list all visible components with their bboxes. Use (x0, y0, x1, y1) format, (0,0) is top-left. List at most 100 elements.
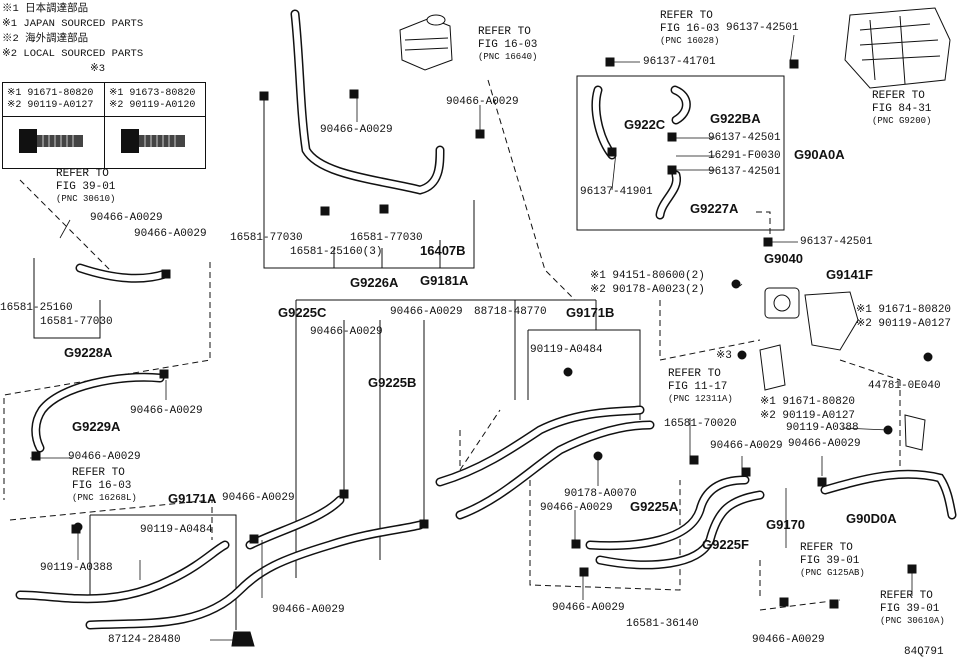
group-code[interactable]: G9141F (826, 267, 873, 282)
bracket-g9171b (527, 329, 641, 420)
ref-label[interactable]: FIG 39-01 (800, 555, 860, 567)
part-number[interactable]: 16291-F0030 (708, 150, 781, 162)
ref-label[interactable]: REFER TO (668, 368, 721, 380)
ref-label[interactable]: (PNC 16640) (478, 52, 538, 62)
ref-label[interactable]: REFER TO (880, 590, 933, 602)
group-code[interactable]: G922BA (710, 111, 761, 126)
part-number[interactable]: 90119-A0484 (140, 524, 213, 536)
part-number[interactable]: 96137-42501 (708, 132, 781, 144)
part-number[interactable]: 96137-41901 (580, 186, 653, 198)
part-number[interactable]: 90466-A0029 (710, 440, 783, 452)
part-number[interactable]: 87124-28480 (108, 634, 181, 646)
group-code[interactable]: G9229A (72, 419, 121, 434)
bracket-g9228a (33, 258, 101, 339)
ref-label[interactable]: FIG 39-01 (880, 603, 940, 615)
part-number[interactable]: 90119-A0388 (40, 562, 113, 574)
part-number[interactable]: ※1 94151-80600(2) (590, 270, 705, 282)
note-line: ※3 (90, 63, 106, 75)
illustration-code: 84Q791 (904, 646, 944, 658)
part-number[interactable]: 90466-A0029 (390, 306, 463, 318)
ref-label[interactable]: (PNC G9200) (872, 116, 932, 126)
part-number[interactable]: 96137-42501 (800, 236, 873, 248)
group-code[interactable]: 16407B (420, 243, 466, 258)
bracket-ticks (333, 240, 441, 268)
part-number[interactable]: 16581-77030 (40, 316, 113, 328)
part-number[interactable]: 16581-25160(3) (290, 246, 383, 258)
part-number[interactable]: 90466-A0029 (130, 405, 203, 417)
part-number[interactable]: 16581-36140 (626, 618, 699, 630)
part-number[interactable]: 90466-A0029 (752, 634, 825, 646)
part-number[interactable]: 90466-A0029 (68, 451, 141, 463)
group-code[interactable]: G9040 (764, 251, 804, 266)
part-number[interactable]: 90466-A0029 (540, 502, 613, 514)
ref-label[interactable]: (PNC 16028) (660, 36, 720, 46)
group-code[interactable]: G9226A (350, 275, 399, 290)
part-number[interactable]: 90119-A0388 (786, 422, 859, 434)
part-number[interactable]: 90466-A0029 (222, 492, 295, 504)
part-number[interactable]: 96137-41701 (643, 56, 716, 68)
part-number[interactable]: 96137-42501 (708, 166, 781, 178)
part-number[interactable]: ※2 90178-A0023(2) (590, 284, 705, 296)
part-number[interactable]: 90178-A0070 (564, 488, 637, 500)
ref-label[interactable]: FIG 16-03 (72, 480, 132, 492)
group-code[interactable]: G9225B (368, 375, 417, 390)
part-number[interactable]: ※1 91671-80820 (760, 396, 856, 408)
group-code[interactable]: G9228A (64, 345, 113, 360)
group-code[interactable]: G9181A (420, 273, 469, 288)
part-number[interactable]: ※1 91671-80820 (856, 304, 952, 316)
part-number[interactable]: 44781-0E040 (868, 380, 941, 392)
ref-label[interactable]: REFER TO (56, 168, 109, 180)
ref-label[interactable]: FIG 16-03 (660, 23, 720, 35)
part-number[interactable]: 16581-77030 (230, 232, 303, 244)
ref-label[interactable]: FIG 16-03 (478, 39, 538, 51)
legend-text: ※2 90119-A0120 (109, 100, 196, 111)
group-code[interactable]: G9171B (566, 305, 615, 320)
part-number[interactable]: 90119-A0484 (530, 344, 603, 356)
note-line: ※1 日本調達部品 (2, 3, 89, 15)
ref-label[interactable]: FIG 84-31 (872, 103, 932, 115)
note-line: ※2 LOCAL SOURCED PARTS (2, 48, 144, 60)
part-number[interactable]: 90466-A0029 (552, 602, 625, 614)
ref-label[interactable]: (PNC 30610A) (880, 616, 945, 626)
ref-label[interactable]: REFER TO (660, 10, 713, 22)
group-code[interactable]: G922C (624, 117, 666, 132)
pump-assembly (759, 287, 926, 451)
group-code[interactable]: G9170 (766, 517, 806, 532)
group-code[interactable]: G9225C (278, 305, 327, 320)
ref-label[interactable]: REFER TO (872, 90, 925, 102)
group-code[interactable]: G90A0A (794, 147, 845, 162)
part-number[interactable]: 90466-A0029 (788, 438, 861, 450)
part-number[interactable]: 96137-42501 (726, 22, 799, 34)
group-code[interactable]: G9225F (702, 537, 749, 552)
part-number[interactable]: 90466-A0029 (134, 228, 207, 240)
ref-label[interactable]: FIG 11-17 (668, 381, 728, 393)
part-number[interactable]: 88718-48770 (474, 306, 547, 318)
legend-text: ※2 90119-A0127 (7, 100, 94, 111)
bolt-legend-table: ※1 91671-80820 ※2 90119-A0127 ※1 91673-8… (2, 82, 206, 169)
ref-label[interactable]: (PNC G125AB) (800, 568, 865, 578)
ref-label[interactable]: (PNC 30610) (56, 194, 116, 204)
ref-label[interactable]: (PNC 16268L) (72, 493, 137, 503)
ref-label[interactable]: REFER TO (72, 467, 125, 479)
part-number[interactable]: 16581-77030 (350, 232, 423, 244)
part-number[interactable]: 90466-A0029 (320, 124, 393, 136)
part-number[interactable]: 90466-A0029 (90, 212, 163, 224)
part-number[interactable]: 16581-25160 (0, 302, 73, 314)
group-code[interactable]: G9227A (690, 201, 739, 216)
assembly-box (576, 75, 785, 231)
part-number[interactable]: 90466-A0029 (310, 326, 383, 338)
ref-label[interactable]: (PNC 12311A) (668, 394, 733, 404)
ref-label[interactable]: FIG 39-01 (56, 181, 116, 193)
part-number[interactable]: 16581-70020 (664, 418, 737, 430)
group-code[interactable]: G9225A (630, 499, 679, 514)
ref-label[interactable]: REFER TO (800, 542, 853, 554)
hose-g90d0a (820, 469, 957, 520)
group-code[interactable]: G9171A (168, 491, 217, 506)
group-code[interactable]: G90D0A (846, 511, 897, 526)
part-number[interactable]: 90466-A0029 (446, 96, 519, 108)
part-number[interactable]: 90466-A0029 (272, 604, 345, 616)
part-number[interactable]: ※2 90119-A0127 (856, 318, 952, 330)
part-number[interactable]: ※2 90119-A0127 (760, 410, 856, 422)
ref-label[interactable]: REFER TO (478, 26, 531, 38)
